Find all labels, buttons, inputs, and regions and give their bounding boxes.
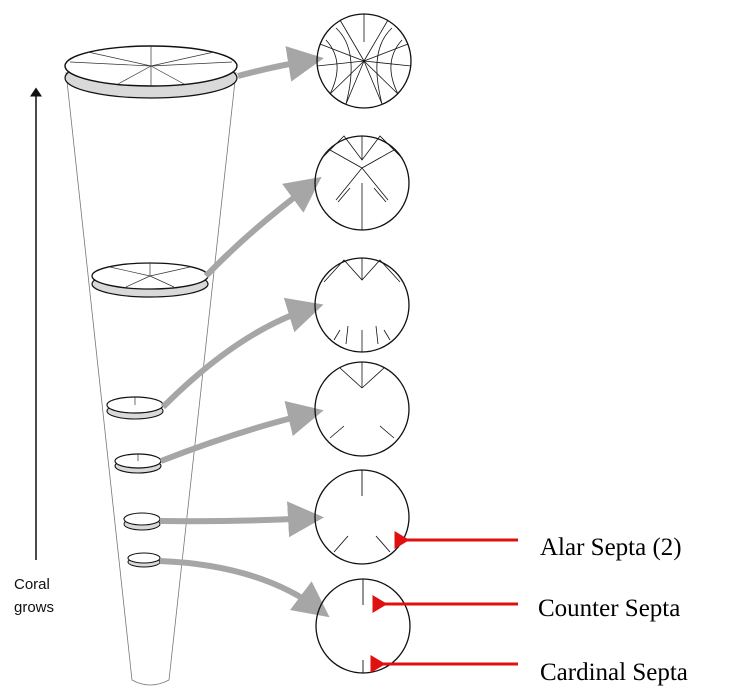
growth-label-line2: grows <box>14 599 54 616</box>
stage-link-arrow-3 <box>160 297 324 410</box>
stage-link-arrows <box>159 46 330 618</box>
growth-stage-disc-2 <box>91 262 209 298</box>
growth-stage-disc-5 <box>123 512 161 531</box>
cross-section-5 <box>314 469 410 565</box>
stage-link-arrow-4 <box>159 400 324 464</box>
stage-link-arrow-2 <box>203 176 322 279</box>
stage-link-arrow-1 <box>237 46 324 82</box>
counter-septa-label: Counter Septa <box>538 595 680 622</box>
cross-section-6 <box>315 578 411 674</box>
growth-stage-disc-1 <box>64 45 238 99</box>
growth-stage-disc-4 <box>114 453 162 474</box>
cross-section-3 <box>314 257 410 353</box>
growth-stage-disc-6 <box>127 552 161 568</box>
cardinal-septa-label: Cardinal Septa <box>540 659 688 686</box>
alar-septa-label: Alar Septa (2) <box>540 534 682 561</box>
cross-section-1 <box>316 13 412 109</box>
cross-section-2 <box>314 135 410 231</box>
stage-link-arrow-5 <box>159 501 324 538</box>
stage-link-arrow-6 <box>159 558 330 618</box>
alar-septum-right <box>375 535 391 553</box>
alar-septum-left <box>333 535 349 553</box>
growth-label-line1: Coral <box>14 576 50 593</box>
cross-section-4 <box>314 361 410 457</box>
coral-cone <box>65 71 237 686</box>
growth-stage-disc-3 <box>106 396 164 420</box>
